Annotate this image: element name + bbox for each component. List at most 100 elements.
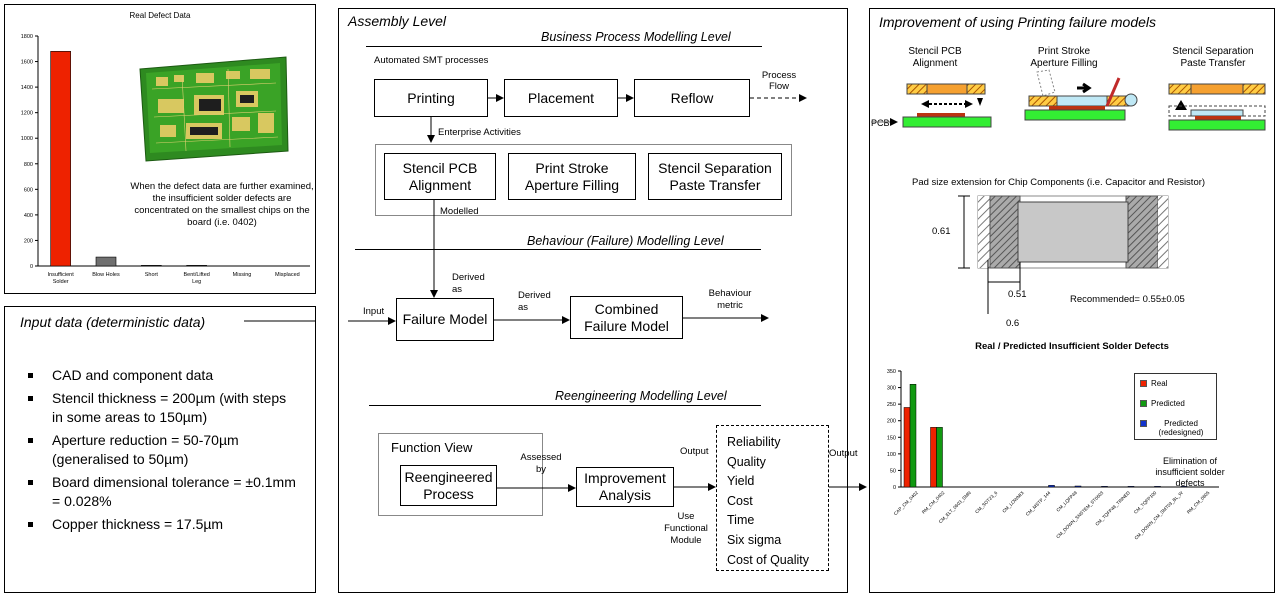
defect-chart-svg: 020040060080010001200140016001800Insuffi… <box>21 34 310 285</box>
y-tick-label: 600 <box>24 187 33 193</box>
predicted-bar <box>1048 485 1055 488</box>
legend-real: Real <box>1140 379 1167 388</box>
x-tick-label: Short <box>145 272 159 278</box>
input-data-panel <box>4 306 316 593</box>
input-item: Aperture reduction = 50-70µm (generalise… <box>20 431 300 469</box>
pad-caption: Pad size extension for Chip Components (… <box>912 177 1206 188</box>
legend-swatch-redesigned <box>1140 420 1147 427</box>
activity-alignment-box: Stencil PCB Alignment <box>384 153 496 200</box>
x-tick-label: CM_SOT23_6 <box>974 490 999 515</box>
x-tick-label: CM_DOWN_CM_SMT03_BL_W <box>1133 490 1184 541</box>
input-item: Board dimensional tolerance = ±0.1mm = 0… <box>20 473 300 511</box>
predicted-bar <box>1127 486 1135 488</box>
y-tick-label: 250 <box>887 402 896 408</box>
predicted-bar <box>936 427 943 488</box>
reeng-heading: Reengineering Modelling Level <box>555 389 727 403</box>
reengineered-process-box: Reengineered Process <box>400 465 497 506</box>
enterprise-label: Enterprise Activities <box>438 127 521 138</box>
legend-swatch-predicted <box>1140 400 1147 407</box>
y-tick-label: 1200 <box>21 111 33 117</box>
y-tick-label: 150 <box>887 435 896 441</box>
defect-bar <box>141 265 162 267</box>
x-tick-label: Insufficient <box>48 272 75 278</box>
activity-separation-box: Stencil Separation Paste Transfer <box>648 153 782 200</box>
input-data-list: CAD and component data Stencil thickness… <box>20 366 300 538</box>
behaviour-heading: Behaviour (Failure) Modelling Level <box>527 234 724 248</box>
printing-stages-illustration <box>869 69 1275 140</box>
metric-item: Quality <box>727 454 766 469</box>
elimination-note: Elimination of insufficient solder defec… <box>1155 456 1225 488</box>
x-tick-label: CM_LQFP48 <box>1055 490 1078 513</box>
y-tick-label: 300 <box>887 386 896 392</box>
input-item: CAD and component data <box>20 366 300 385</box>
input-label: Input <box>363 306 385 317</box>
output-label-2: Output <box>829 448 858 459</box>
reeng-divider <box>369 405 761 406</box>
defect-bar <box>186 265 207 267</box>
predicted-bar <box>1180 486 1188 488</box>
use-functional-label: Use Functional Module <box>664 511 708 546</box>
assembly-title: Assembly Level <box>348 13 447 29</box>
dim-051: 0.51 <box>1008 289 1027 300</box>
predicted-bar <box>909 384 917 488</box>
behaviour-metric-label: Behaviour metric <box>708 288 752 311</box>
x-tick-label: CAP_CM_0402 <box>893 490 919 516</box>
defect-bar <box>95 256 117 267</box>
pcb-board-photo <box>136 55 292 165</box>
x-tick-label: Blow Holes <box>92 272 120 278</box>
predicted-bar <box>930 427 937 488</box>
legend-label-real: Real <box>1151 379 1168 388</box>
metric-item: Time <box>727 513 755 528</box>
defect-chart-title: Real Defect Data <box>129 11 191 20</box>
process-flow-label: Process Flow <box>761 70 797 92</box>
reflow-box: Reflow <box>634 79 750 117</box>
printing-box: Printing <box>374 79 488 117</box>
legend-swatch-real <box>1140 380 1147 387</box>
legend-label-predicted: Predicted <box>1151 399 1185 408</box>
modelled-label: Modelled <box>440 206 479 217</box>
x-tick-label: CM_TQFP100 <box>1133 490 1158 515</box>
dim-06: 0.6 <box>1006 318 1020 329</box>
predicted-chart-title: Real / Predicted Insufficient Solder Def… <box>975 341 1169 352</box>
predicted-bar <box>903 407 911 488</box>
stage-label-separation: Stencil Separation Paste Transfer <box>1172 46 1254 69</box>
y-tick-label: 350 <box>887 369 896 375</box>
metric-item: Cost of Quality <box>727 552 809 567</box>
behaviour-divider <box>355 249 761 250</box>
derived-as-label-1: Derived as <box>452 272 485 295</box>
combined-model-box: Combined Failure Model <box>570 296 683 339</box>
smt-label: Automated SMT processes <box>374 55 489 66</box>
pcb-label: PCB <box>871 118 890 128</box>
activities-group <box>375 144 792 216</box>
y-tick-label: 200 <box>887 419 896 425</box>
x-tick-label: Bent/Lifted <box>184 272 210 278</box>
input-item: Copper thickness = 17.5µm <box>20 515 300 534</box>
legend-label-redesigned: Predicted (redesigned) <box>1158 419 1204 437</box>
stage-label-alignment: Stencil PCB Alignment <box>908 46 962 69</box>
legend-box <box>1134 373 1217 440</box>
placement-box: Placement <box>504 79 618 117</box>
y-tick-label: 100 <box>887 452 896 458</box>
metric-item: Cost <box>727 493 753 508</box>
y-tick-label: 0 <box>893 485 896 491</box>
assessed-by-label: Assessed by <box>520 452 562 475</box>
x-tick-label: CM_MSTP_144 <box>1025 490 1052 517</box>
stage-label-aperture: Print Stroke Aperture Filling <box>1030 46 1098 69</box>
x-tick-label: RM_CM_0805 <box>1186 490 1211 515</box>
bpm-divider <box>366 46 762 47</box>
improvement-title: Improvement of using Printing failure mo… <box>879 14 1157 30</box>
y-tick-label: 50 <box>890 468 896 474</box>
y-tick-label: 1000 <box>21 136 33 142</box>
metric-item: Reliability <box>727 435 781 449</box>
y-tick-label: 200 <box>24 238 33 244</box>
input-data-title: Input data (deterministic data) <box>20 314 206 330</box>
improvement-analysis-box: Improvement Analysis <box>576 467 674 507</box>
predicted-bar <box>1154 486 1161 488</box>
x-tick-label: Misplaced <box>275 272 300 278</box>
legend-predicted: Predicted <box>1140 399 1185 408</box>
failure-model-box: Failure Model <box>396 298 494 341</box>
y-tick-label: 0 <box>30 264 33 270</box>
